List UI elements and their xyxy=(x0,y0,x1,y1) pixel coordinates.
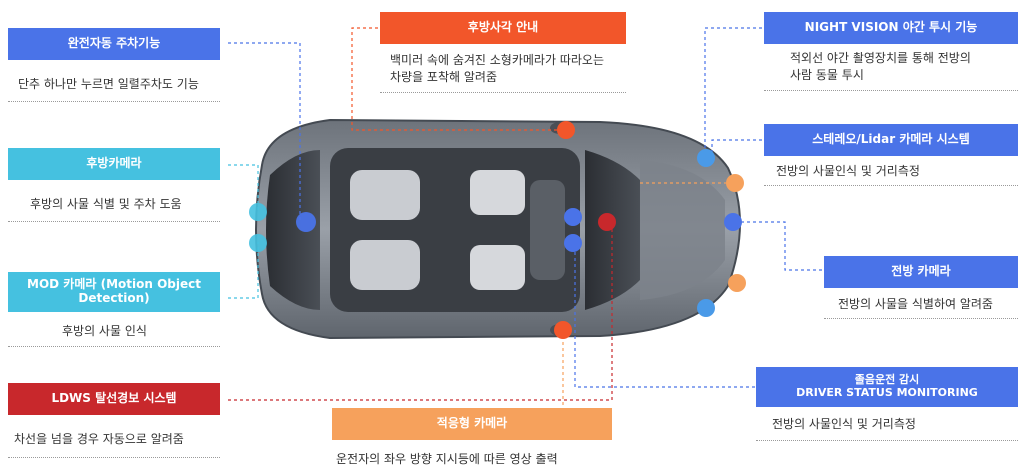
rear-camera-divider xyxy=(8,221,220,222)
parking-divider xyxy=(8,101,220,102)
ldws-desc: 차선을 넘을 경우 자동으로 알려줌 xyxy=(14,432,184,446)
mod-camera-title-line2: Detection) xyxy=(78,291,150,305)
rear-camera-title: 후방카메라 xyxy=(8,148,220,180)
sensor-dot-rear-left xyxy=(249,203,267,221)
connector-mod-camera xyxy=(228,242,259,299)
night-vision-desc-line1: 적외선 야간 촬영장치를 통해 전방의 xyxy=(790,51,971,65)
car-illustration xyxy=(255,118,741,340)
mod-camera-title-line1: MOD 카메라 (Motion Object xyxy=(27,277,201,292)
front-camera-divider xyxy=(824,318,1018,319)
rear-blindspot-desc-line2: 차량을 포착해 알려줌 xyxy=(390,70,497,84)
front-camera-title: 전방 카메라 xyxy=(824,256,1018,288)
connector-driver-monitoring xyxy=(574,244,755,388)
night-vision-divider xyxy=(764,90,1018,91)
connector-rear-blindspot xyxy=(351,27,565,131)
mod-camera-divider xyxy=(8,346,220,347)
driver-monitoring-title-line2: DRIVER STATUS MONITORING xyxy=(796,386,978,399)
driver-monitoring-divider xyxy=(756,440,1018,441)
front-camera-desc: 전방의 사물을 식별하여 알려줌 xyxy=(838,297,993,311)
sensor-dot-cabin-2 xyxy=(564,234,582,252)
parking-title: 완전자동 주차기능 xyxy=(8,28,220,60)
connector-night-vision xyxy=(704,27,762,155)
rear-blindspot-divider xyxy=(380,92,626,93)
sensor-dot-parking xyxy=(296,212,316,232)
connector-stereo-lidar xyxy=(711,139,762,160)
rear-blindspot-desc-line1: 백미러 속에 숨겨진 소형카메라가 따라오는 xyxy=(390,53,604,67)
sensor-dot-ldws xyxy=(598,213,616,231)
sensor-dot-rear-right xyxy=(249,234,267,252)
connector-front-camera xyxy=(735,221,822,271)
connector-parking xyxy=(228,42,301,220)
adaptive-camera-desc: 운전자의 좌우 방향 지시등에 따른 영상 출력 xyxy=(336,452,558,466)
driver-monitoring-title: 졸음운전 감시 DRIVER STATUS MONITORING xyxy=(756,367,1018,407)
stereo-lidar-desc: 전방의 사물인식 및 거리측정 xyxy=(776,164,920,178)
night-vision-desc-line2: 사람 동물 투시 xyxy=(790,68,864,82)
rear-blindspot-title: 후방사각 안내 xyxy=(380,12,626,44)
sensor-dot-mirror-top xyxy=(557,121,575,139)
parking-desc: 단추 하나만 누르면 일렬주차도 기능 xyxy=(18,77,199,91)
connector-ldws xyxy=(228,220,613,401)
sensor-dot-front-top-orange xyxy=(726,174,744,192)
mod-camera-title: MOD 카메라 (Motion Object Detection) xyxy=(8,272,220,312)
sensor-dot-front-bottom xyxy=(697,299,715,317)
sensor-dot-front-center xyxy=(724,213,742,231)
ldws-title: LDWS 탈선경보 시스템 xyxy=(8,383,220,415)
night-vision-title: NIGHT VISION 야간 투시 기능 xyxy=(764,12,1018,44)
driver-monitoring-desc: 전방의 사물인식 및 거리측정 xyxy=(772,417,916,431)
sensor-dot-front-top xyxy=(697,149,715,167)
adaptive-camera-title: 적응형 카메라 xyxy=(332,408,612,440)
sensor-dot-front-bottom-orange xyxy=(728,274,746,292)
stereo-lidar-divider xyxy=(764,185,1018,186)
sensor-dot-cabin-1 xyxy=(564,208,582,226)
connector-rear-camera xyxy=(228,164,259,210)
sensor-dot-mirror-bottom xyxy=(554,321,572,339)
ldws-divider xyxy=(8,457,220,458)
mod-camera-desc: 후방의 사물 인식 xyxy=(62,324,147,338)
driver-monitoring-title-line1: 졸음운전 감시 xyxy=(854,373,920,387)
rear-camera-desc: 후방의 사물 식별 및 주차 도움 xyxy=(30,197,182,211)
stereo-lidar-title: 스테레오/Lidar 카메라 시스템 xyxy=(764,124,1018,156)
